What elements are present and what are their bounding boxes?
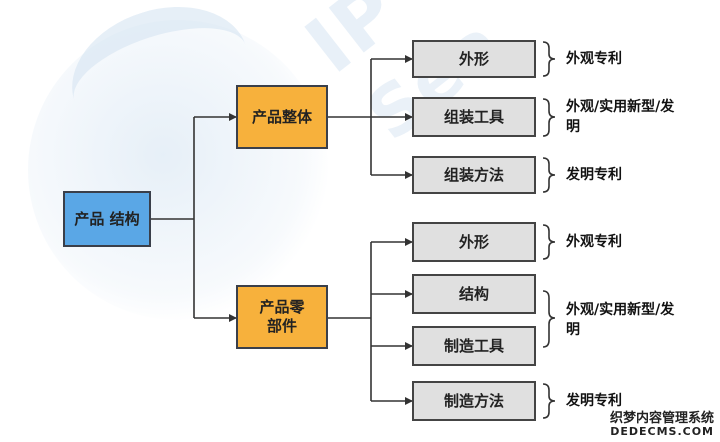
patent-label-g2-4: 发明专利 <box>566 393 622 409</box>
root-node: 产品 结构 <box>63 191 151 247</box>
brace-g1-item-2 <box>542 98 556 137</box>
group-node-product-whole: 产品整体 <box>236 85 328 149</box>
brace-g2-items-2-3 <box>542 290 556 348</box>
item-node-g1-3: 组装方法 <box>412 156 536 194</box>
group-node-product-parts: 产品零部件 <box>236 285 328 349</box>
patent-label-g2-1: 外观专利 <box>566 234 622 250</box>
item-node-g2-3: 制造工具 <box>412 326 536 366</box>
item-node-g1-2: 组装工具 <box>412 97 536 137</box>
brace-g2-item-4 <box>542 383 556 419</box>
item-node-g2-4: 制造方法 <box>412 381 536 421</box>
patent-label-g2-2: 外观/实用新型/发明 <box>566 302 675 338</box>
patent-label-g1-2: 外观/实用新型/发明 <box>566 99 675 135</box>
item-node-g2-2: 结构 <box>412 274 536 314</box>
brand-watermark: 织梦内容管理系统 DEDECMS.COM <box>610 411 714 438</box>
patent-label-g1-1: 外观专利 <box>566 51 622 67</box>
brace-g2-item-1 <box>542 224 556 260</box>
item-node-g1-1: 外形 <box>412 40 536 78</box>
brand-line-2: DEDECMS.COM <box>610 425 714 438</box>
watermark-globe <box>28 20 328 320</box>
item-node-g2-1: 外形 <box>412 222 536 262</box>
patent-label-g1-3: 发明专利 <box>566 167 622 183</box>
brace-g1-item-3 <box>542 157 556 193</box>
brand-line-1: 织梦内容管理系统 <box>609 411 714 426</box>
brace-g1-item-1 <box>542 41 556 77</box>
